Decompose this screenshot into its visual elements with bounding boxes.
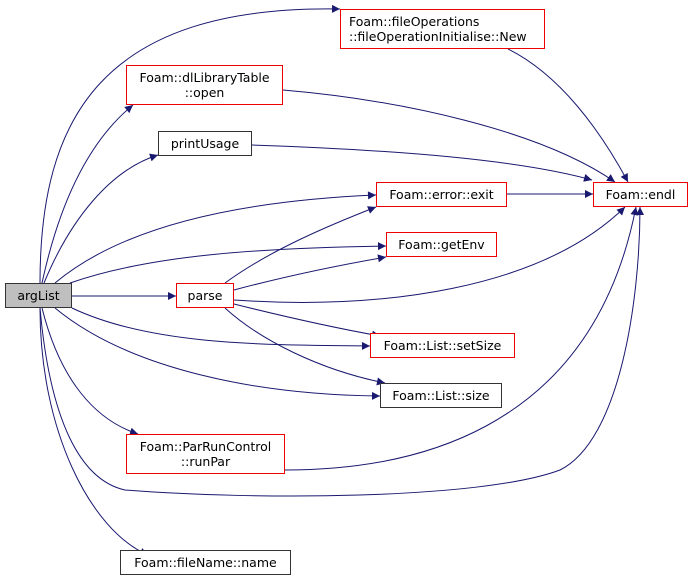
edge-dlopen-endl: [282, 89, 616, 183]
node-label: Foam::error::exit: [389, 187, 494, 202]
node-label: Foam::ParRunControl: [139, 439, 272, 454]
node-label: printUsage: [170, 136, 240, 151]
node-label: Foam::List::setSize: [383, 338, 502, 353]
node-label: parse: [187, 288, 223, 303]
edge-arglist-errorexit: [54, 191, 377, 284]
node-label: Foam::fileName::name: [134, 555, 277, 570]
node-list-size[interactable]: Foam::List::size: [380, 383, 502, 408]
node-filename-name[interactable]: Foam::fileName::name: [120, 550, 291, 575]
node-endl[interactable]: Foam::endl: [593, 182, 688, 207]
edge-parse-errorexit: [224, 206, 377, 284]
node-label: ::runPar: [180, 454, 231, 469]
node-arglist[interactable]: argList: [5, 283, 72, 308]
edge-printusage-endl: [251, 144, 593, 182]
edge-arglist-endl: [39, 206, 644, 497]
node-dllibrarytable-open[interactable]: Foam::dlLibraryTable::open: [126, 65, 283, 105]
node-error-exit[interactable]: Foam::error::exit: [376, 182, 507, 207]
edge-arglist-filenamename: [39, 307, 149, 556]
node-parse[interactable]: parse: [176, 283, 234, 308]
edge-arglist-dlopen: [41, 104, 134, 284]
node-label: Foam::fileOperations: [349, 14, 480, 29]
edge-arglist-size: [54, 307, 381, 400]
edge-arglist-setsize: [71, 307, 371, 350]
node-fileoperationinitialise-new[interactable]: Foam::fileOperations::fileOperationIniti…: [340, 9, 545, 49]
edge-parse-size: [224, 307, 386, 386]
node-label: argList: [17, 288, 60, 303]
node-label: ::open: [184, 85, 225, 100]
node-printusage[interactable]: printUsage: [158, 131, 252, 156]
edge-arglist-getenv: [69, 242, 387, 284]
edge-parse-getenv: [233, 254, 387, 291]
edge-fileopnew-endl: [507, 48, 629, 183]
node-label: Foam::endl: [605, 187, 676, 202]
node-label: Foam::dlLibraryTable: [139, 70, 270, 85]
node-label: ::fileOperationInitialise::New: [349, 29, 527, 44]
node-label: Foam::List::size: [392, 388, 490, 403]
edge-parse-setsize: [233, 303, 381, 339]
node-getenv[interactable]: Foam::getEnv: [386, 232, 497, 257]
edge-arglist-printusage: [43, 153, 159, 284]
edge-arglist-runpar: [41, 307, 139, 436]
node-label: Foam::getEnv: [398, 237, 485, 252]
node-parruncontrol-runpar[interactable]: Foam::ParRunControl::runPar: [126, 434, 285, 474]
edge-runpar-endl: [284, 206, 639, 471]
edge-arglist-fileopnew: [39, 4, 341, 284]
node-list-setsize[interactable]: Foam::List::setSize: [370, 333, 515, 358]
edge-parse-endl: [233, 206, 626, 303]
